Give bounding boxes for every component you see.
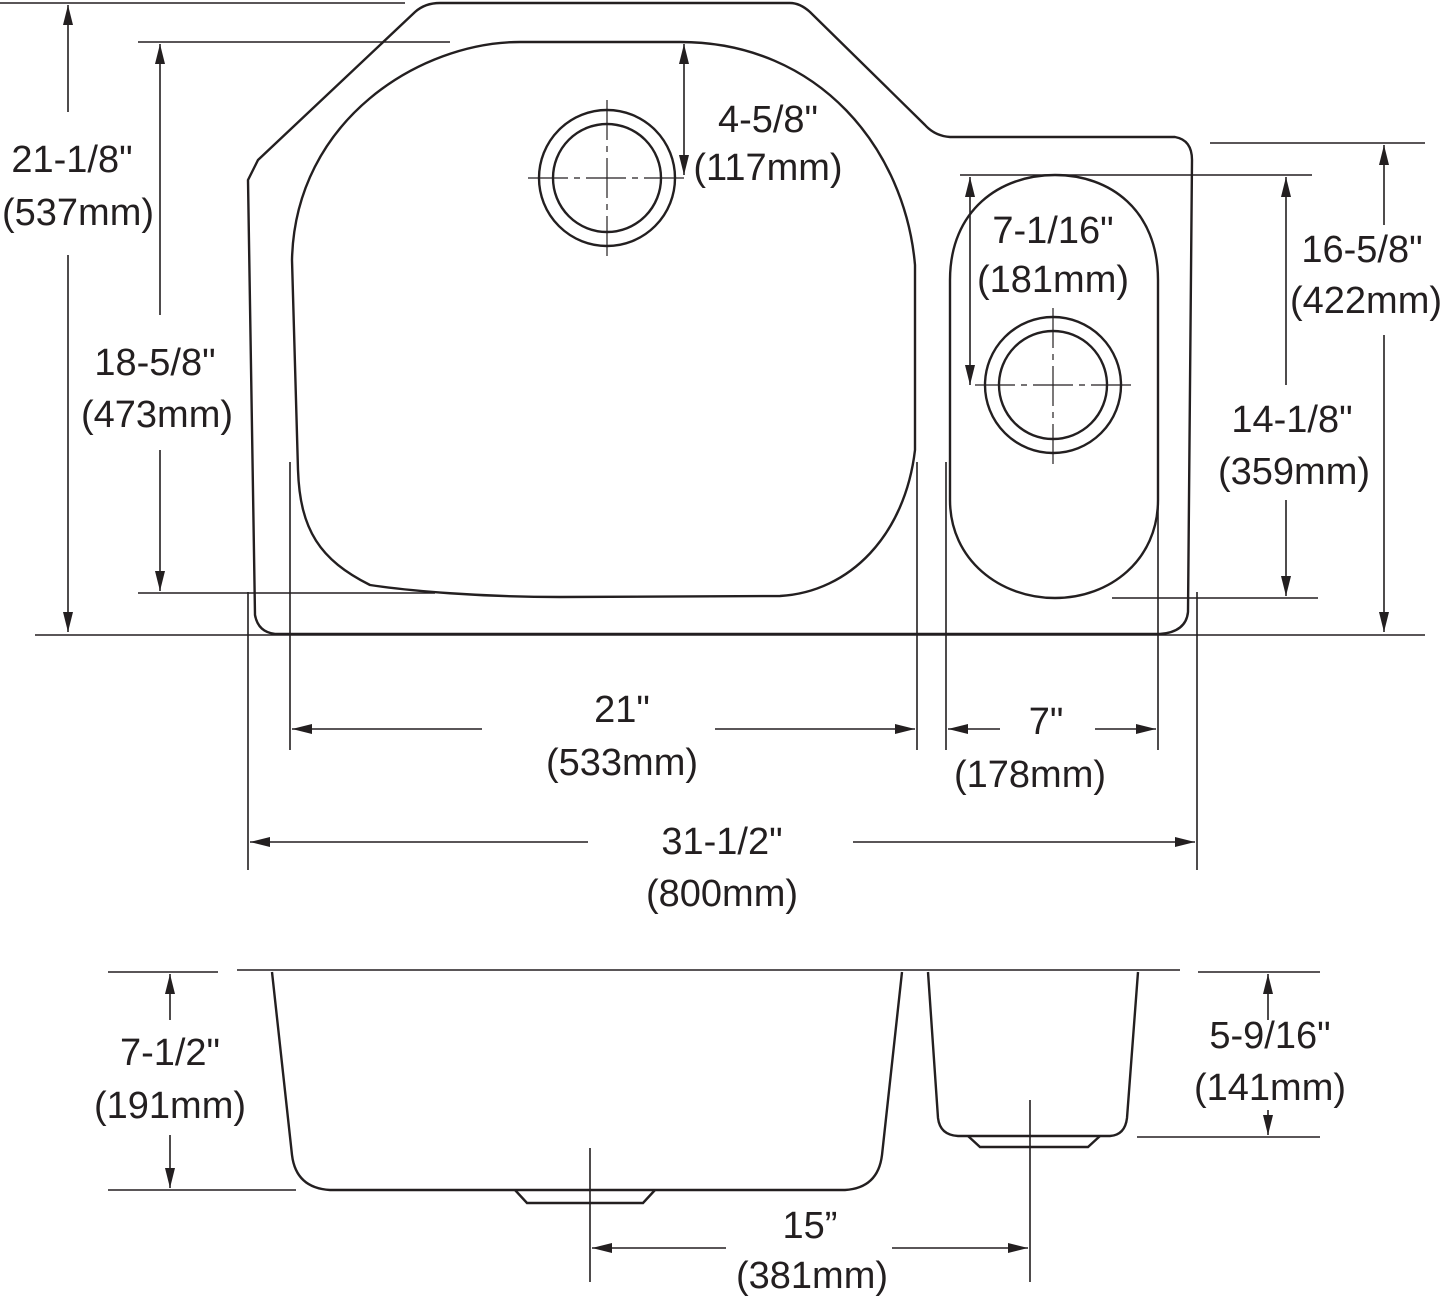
dimension-arrows [63, 5, 1389, 1253]
small-bowl-side [926, 971, 1140, 1138]
overall-width-mm: (800mm) [646, 873, 798, 915]
small-bowl-width-mm: (178mm) [954, 754, 1106, 796]
large-bowl-depth-mm: (473mm) [81, 394, 233, 436]
large-bowl-height-mm: (191mm) [94, 1085, 246, 1127]
large-drain [528, 100, 686, 258]
right-depth-in: 16-5/8" [1301, 229, 1422, 271]
large-bowl-side [270, 971, 904, 1192]
extension-lines [0, 2, 1425, 1282]
small-drain [975, 308, 1132, 465]
small-bowl-height-mm: (141mm) [1194, 1067, 1346, 1109]
sink-outline-top [246, 1, 1194, 636]
overall-depth-mm: (537mm) [2, 192, 154, 234]
drain-spacing-mm: (381mm) [736, 1255, 888, 1297]
large-bowl-depth-in: 18-5/8" [94, 342, 215, 384]
large-bowl-top [290, 40, 917, 599]
large-bowl-height-in: 7-1/2" [120, 1032, 220, 1074]
overall-width-in: 31-1/2" [661, 821, 782, 863]
overall-depth-in: 21-1/8" [11, 139, 132, 181]
small-bowl-height-in: 5-9/16" [1209, 1015, 1330, 1057]
large-bowl-width-in: 21" [594, 689, 650, 731]
large-drain-side [514, 1189, 656, 1205]
drain-spacing-in: 15” [783, 1205, 838, 1247]
drain-offset-in: 4-5/8" [718, 99, 818, 141]
small-drain-offset-in: 7-1/16" [992, 210, 1113, 252]
right-depth-mm: (422mm) [1290, 280, 1442, 322]
drain-offset-mm: (117mm) [693, 147, 842, 189]
small-bowl-depth-mm: (359mm) [1218, 451, 1370, 493]
small-bowl-width-in: 7" [1029, 701, 1064, 743]
large-bowl-width-mm: (533mm) [546, 742, 698, 784]
small-bowl-depth-in: 14-1/8" [1231, 399, 1352, 441]
small-drain-side [967, 1135, 1101, 1149]
small-drain-offset-mm: (181mm) [977, 259, 1129, 301]
